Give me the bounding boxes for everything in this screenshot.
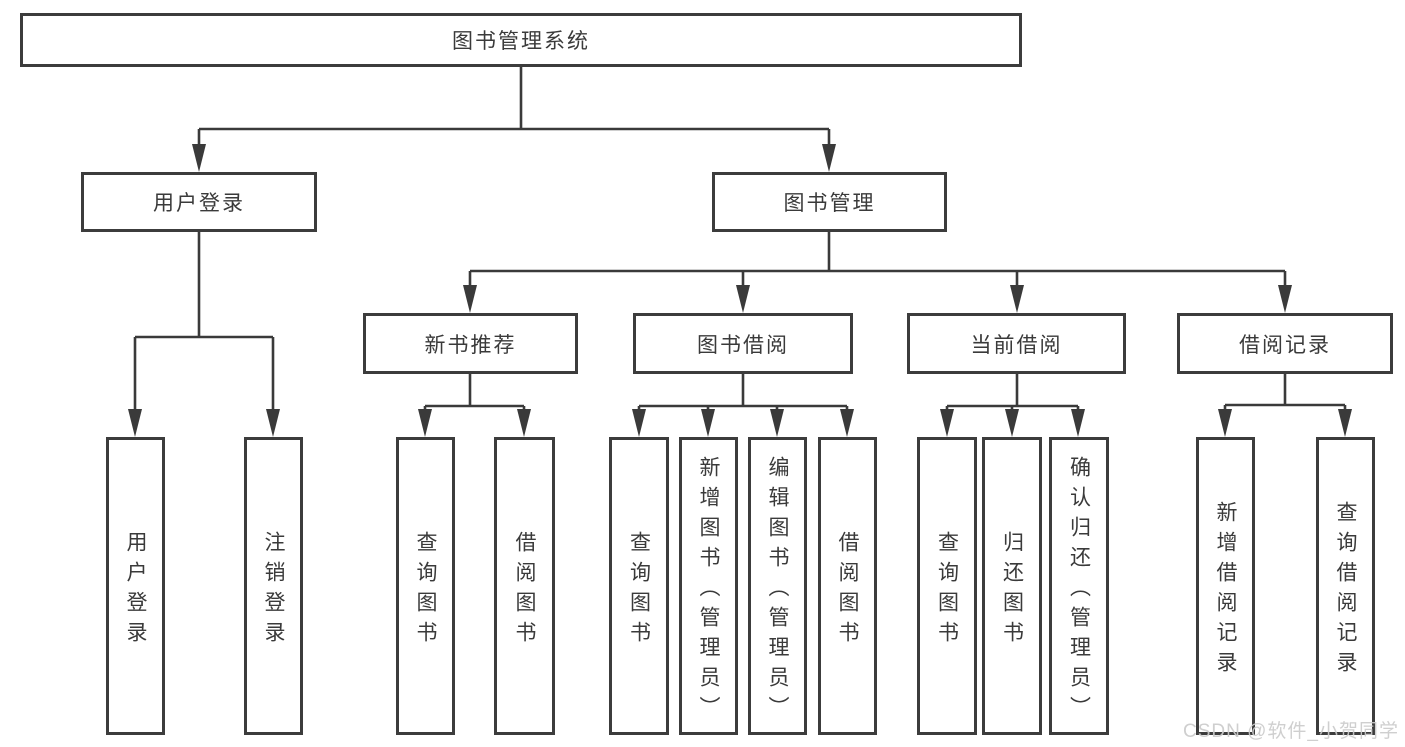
edges-book-borrow-children [632,374,854,437]
node-rec-borrow-book-label: 借阅图书 [513,530,536,651]
node-leaf-logout: 注销登录 [244,437,303,735]
node-bb-query-book-label: 查询图书 [627,530,651,651]
node-cb-query-book: 查询图书 [917,437,977,735]
node-user-login: 用户登录 [81,172,317,232]
node-current-borrow-label: 当前借阅 [970,333,1063,357]
edges-book-mgmt-children [463,232,1292,313]
edges-user-login-children [128,232,280,437]
node-new-book-rec: 新书推荐 [363,313,578,374]
node-leaf-user-login-label: 用户登录 [124,530,147,651]
node-br-add-record-label: 新增借阅记录 [1214,500,1237,681]
watermark: CSDN @软件_小贺同学 [1183,721,1399,742]
node-cb-confirm-return: 确认归还（管理员） [1049,437,1109,735]
edges-current-borrow-children [940,374,1085,437]
node-cb-confirm-return-label: 确认归还（管理员） [1067,455,1091,726]
node-br-add-record: 新增借阅记录 [1196,437,1255,735]
node-bb-query-book: 查询图书 [609,437,669,735]
node-bb-borrow-book: 借阅图书 [818,437,877,735]
node-bb-add-book: 新增图书（管理员） [679,437,738,735]
node-new-book-rec-label: 新书推荐 [424,333,517,357]
node-borrow-records-label: 借阅记录 [1239,333,1331,357]
node-borrow-records: 借阅记录 [1177,313,1393,374]
node-current-borrow: 当前借阅 [907,313,1126,374]
edges-root-to-level2 [192,67,836,172]
node-cb-return-book-label: 归还图书 [1000,530,1024,651]
node-book-borrow: 图书借阅 [633,313,853,374]
node-book-mgmt: 图书管理 [712,172,947,232]
edges-borrow-records-children [1218,374,1352,437]
node-book-mgmt-label: 图书管理 [783,192,876,215]
node-bb-edit-book: 编辑图书（管理员） [748,437,807,735]
node-leaf-logout-label: 注销登录 [262,530,285,651]
node-root: 图书管理系统 [20,13,1022,67]
node-leaf-user-login: 用户登录 [106,437,165,735]
node-cb-return-book: 归还图书 [982,437,1042,735]
node-bb-borrow-book-label: 借阅图书 [836,530,859,651]
node-root-label: 图书管理系统 [452,30,590,53]
node-br-query-record: 查询借阅记录 [1316,437,1375,735]
node-bb-add-book-label: 新增图书（管理员） [697,455,720,726]
node-cb-query-book-label: 查询图书 [935,530,959,651]
node-rec-borrow-book: 借阅图书 [494,437,555,735]
node-book-borrow-label: 图书借阅 [697,333,789,357]
node-rec-query-book: 查询图书 [396,437,455,735]
node-user-login-label: 用户登录 [153,192,245,215]
node-br-query-record-label: 查询借阅记录 [1334,500,1357,681]
node-rec-query-book-label: 查询图书 [414,530,437,651]
edges-new-book-rec-children [418,374,531,437]
node-bb-edit-book-label: 编辑图书（管理员） [766,455,789,726]
